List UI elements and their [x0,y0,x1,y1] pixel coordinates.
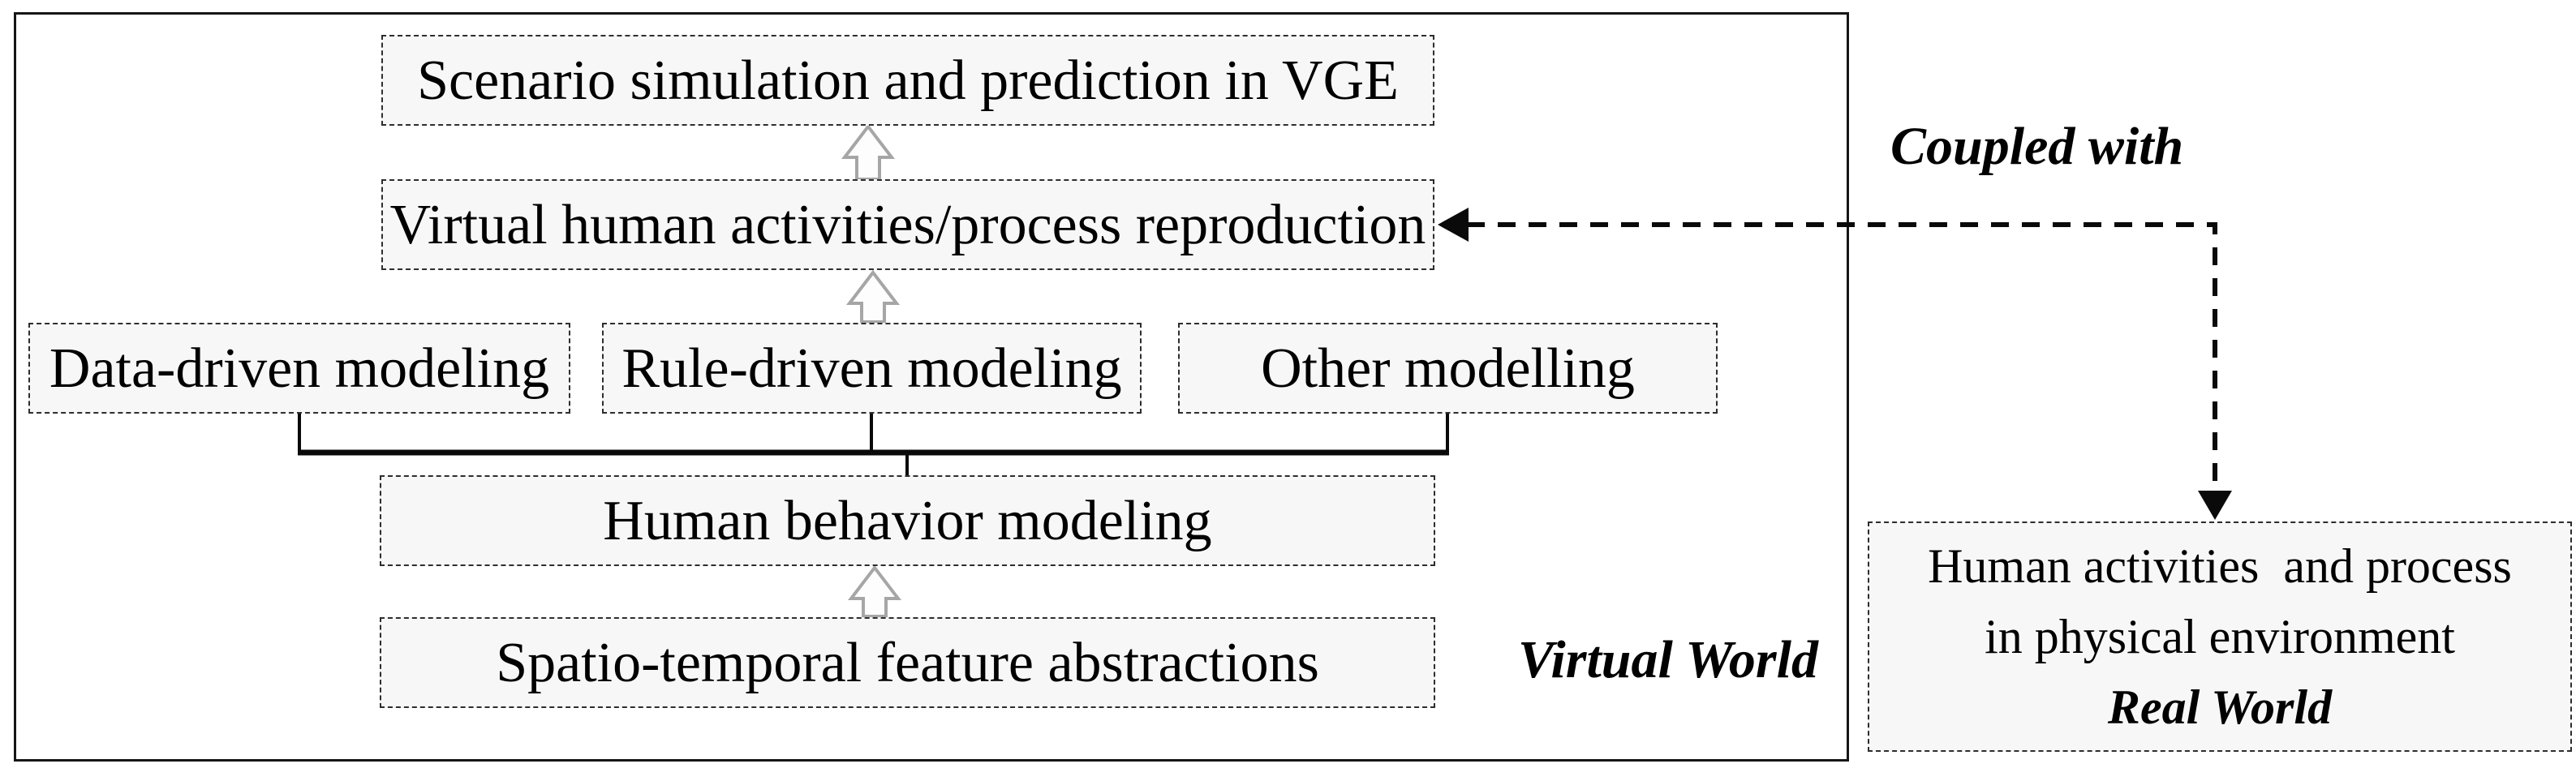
box-other-modelling: Other modelling [1178,323,1718,414]
box-scenario-simulation-label: Scenario simulation and prediction in VG… [417,49,1399,112]
coupled-dashed-arrow-line [1467,222,2217,493]
real-world-text-line1: Human activities and process [1928,539,2512,593]
virtual-world-label: Virtual World [1518,630,1818,689]
box-data-driven-modeling: Data-driven modeling [28,323,570,414]
box-other-modelling-label: Other modelling [1261,337,1635,400]
box-data-driven-modeling-label: Data-driven modeling [49,337,550,400]
box-human-behavior-modeling-label: Human behavior modeling [603,489,1212,552]
box-scenario-simulation: Scenario simulation and prediction in VG… [381,35,1434,126]
box-spatio-temporal-abstractions: Spatio-temporal feature abstractions [380,617,1435,708]
hollow-up-arrow-bottom [847,564,902,618]
box-rule-driven-modeling-label: Rule-driven modeling [621,337,1122,400]
hollow-up-arrow-top [841,123,896,181]
real-world-text-line2: in physical environment [1985,609,2455,663]
box-rule-driven-modeling: Rule-driven modeling [602,323,1142,414]
real-world-label: Real World [2107,680,2333,734]
coupled-with-label: Coupled with [1890,117,2184,176]
box-virtual-human-reproduction: Virtual human activities/process reprodu… [381,179,1434,270]
coupled-arrowhead-down [2198,491,2232,520]
coupled-arrowhead-left [1438,208,1469,242]
box-human-behavior-modeling: Human behavior modeling [380,475,1435,566]
box-spatio-temporal-abstractions-label: Spatio-temporal feature abstractions [496,631,1319,694]
box-real-world: Human activities and process in physical… [1868,521,2572,752]
hollow-up-arrow-middle [845,269,901,324]
box-virtual-human-reproduction-label: Virtual human activities/process reprodu… [389,193,1426,256]
